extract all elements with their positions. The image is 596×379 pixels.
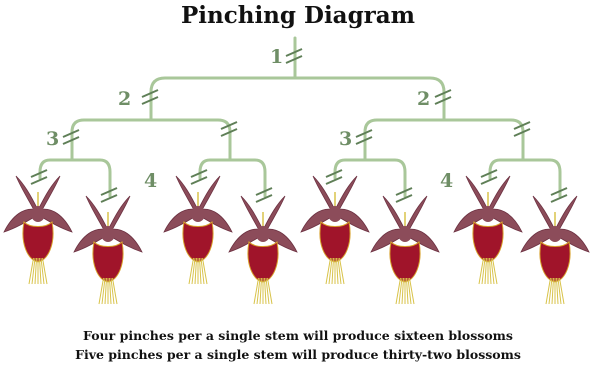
stem-segment	[149, 76, 446, 110]
level-label-3-left: 3	[46, 128, 59, 150]
caption-five-pinches: Five pinches per a single stem will prod…	[75, 347, 521, 362]
pinch-mark-icon	[190, 169, 208, 185]
stem-segment	[198, 158, 267, 198]
fuchsia-flower-icon	[73, 195, 143, 305]
pinch-mark-icon	[100, 187, 118, 203]
fuchsia-flower-icon	[163, 175, 233, 285]
page-title: Pinching Diagram	[180, 2, 416, 29]
pinch-mark-icon	[141, 89, 159, 105]
level-label-2-left: 2	[118, 88, 131, 110]
fuchsia-flower-icon	[453, 175, 523, 285]
stem-branches	[38, 36, 562, 198]
pinch-mark-icon	[285, 48, 303, 64]
pinch-mark-icon	[355, 129, 373, 145]
level-label-4-left: 4	[144, 170, 157, 192]
pinch-mark-icon	[395, 187, 413, 203]
pinch-mark-icon	[325, 169, 343, 185]
pinch-level-labels: 1 2 2 3 3 4 4	[46, 46, 453, 192]
fuchsia-flower-icon	[300, 175, 370, 285]
fuchsia-flower-icon	[520, 195, 590, 305]
pinch-mark-icon	[62, 129, 80, 145]
fuchsia-flowers	[3, 175, 590, 305]
fuchsia-flower-icon	[370, 195, 440, 305]
stem-segment	[333, 158, 407, 198]
pinch-mark-icon	[480, 169, 498, 185]
pinch-mark-icon	[550, 187, 568, 203]
fuchsia-flower-icon	[3, 175, 73, 285]
level-label-4-right: 4	[440, 170, 453, 192]
stem-segment	[488, 158, 562, 198]
level-label-2-right: 2	[417, 88, 430, 110]
stem-segment	[363, 118, 525, 150]
fuchsia-flower-icon	[228, 195, 298, 305]
level-label-3-right: 3	[339, 128, 352, 150]
pinch-mark-icon	[434, 89, 452, 105]
pinch-mark-icon	[30, 169, 48, 185]
pinch-mark-icon	[513, 121, 531, 137]
stem-segment	[38, 158, 112, 198]
pinch-mark-icon	[220, 121, 238, 137]
level-label-1: 1	[270, 46, 283, 68]
caption-four-pinches: Four pinches per a single stem will prod…	[83, 328, 513, 343]
pinch-marks	[30, 48, 568, 203]
pinch-mark-icon	[255, 187, 273, 203]
stem-segment	[70, 118, 232, 150]
